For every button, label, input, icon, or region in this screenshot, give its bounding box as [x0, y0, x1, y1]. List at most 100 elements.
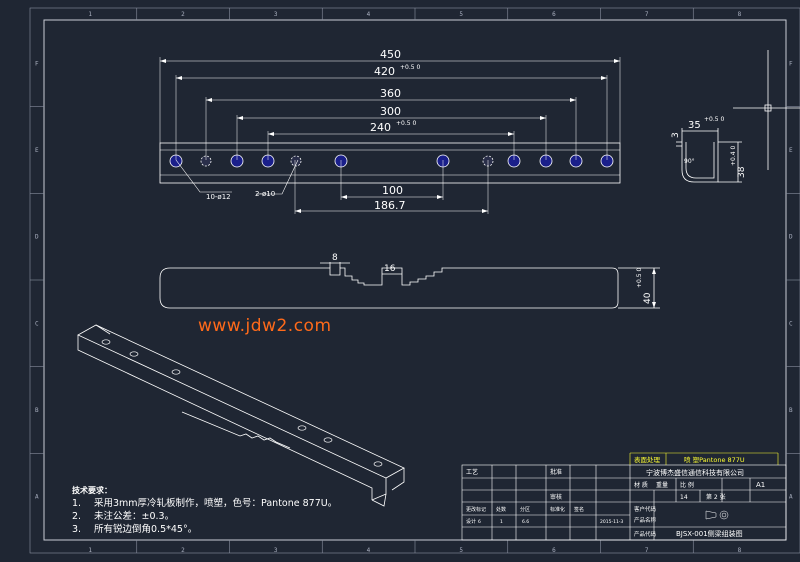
material-label: 材 质	[634, 481, 648, 489]
tb-small-2: 1	[500, 519, 503, 525]
row-tick-label: C	[789, 320, 793, 327]
row-tick-label: D	[35, 234, 39, 241]
column-tick-label: 3	[274, 547, 278, 554]
row-ticks: F F E E D D C C B B A A	[30, 60, 800, 501]
note-item: 3.所有锐边倒角0.5*45°。	[72, 524, 198, 535]
hole-callout-10: 2-ø10	[255, 190, 275, 198]
tb-mark-count: 处数	[496, 506, 506, 513]
top-view-hole	[290, 155, 302, 167]
sheet-size: A1	[756, 481, 765, 489]
note-item: 1.采用3mm厚冷轧板制作，喷塑，色号：Pantone 877U。	[72, 498, 338, 509]
row-tick-label: F	[35, 60, 39, 67]
surface-treatment-label: 表面处理	[634, 455, 661, 464]
row-tick-label: C	[35, 320, 39, 327]
dim-360: 360	[380, 87, 401, 100]
dim-100: 100	[382, 184, 403, 197]
projection-symbol	[705, 510, 729, 520]
section-view	[676, 128, 742, 183]
tol-height-38: +0.4 0	[730, 146, 737, 166]
iso-hole	[297, 425, 307, 431]
dim-width-35: 35	[688, 120, 701, 131]
row-tick-label: B	[35, 407, 39, 414]
row-tick-label: E	[35, 147, 39, 154]
iso-holes	[101, 339, 383, 467]
column-tick-label: 8	[738, 11, 742, 18]
tb-label-review: 审核	[550, 493, 562, 501]
company-name: 宁波博杰盛信通信科技有限公司	[646, 468, 744, 477]
column-tick-label: 4	[367, 11, 371, 18]
watermark-text: www.jdw2.com	[198, 316, 332, 336]
column-tick-label: 3	[274, 11, 278, 18]
surface-treatment-value: 喷 塑Pantone 877U	[684, 455, 745, 464]
top-view-outline	[159, 142, 621, 184]
dim-450: 450	[380, 48, 401, 61]
tb-date: 2015-11-3	[600, 519, 623, 525]
column-tick-label: 6	[552, 11, 556, 18]
crosshair-cursor	[733, 50, 800, 170]
top-view: 450 420 +0.5 0 360 300 240 +0.5 0 100 18…	[159, 48, 621, 214]
tb-small-3: 6.6	[522, 519, 529, 525]
row-tick-label: B	[789, 407, 793, 414]
scale-label: 比 例	[680, 481, 694, 489]
title-block	[461, 452, 787, 541]
tol-240: +0.5 0	[396, 120, 416, 127]
column-tick-label: 5	[459, 547, 463, 554]
tb-label-design: 设计	[466, 518, 476, 525]
row-tick-label: A	[789, 494, 793, 501]
row-tick-label: D	[789, 234, 793, 241]
tol-width-35: +0.5 0	[704, 116, 724, 123]
column-ticks: 1 1 2 2 3 3 4 4 5 5 6 6 7 7 8 8	[88, 8, 742, 554]
product-code-label: 产品代码	[634, 530, 657, 538]
tol-height-40: +0.5 0	[636, 268, 643, 288]
notes-heading: 技术要求：	[72, 486, 112, 495]
iso-hole	[373, 461, 383, 467]
row-tick-label: E	[789, 147, 793, 154]
column-tick-label: 2	[181, 547, 185, 554]
customer-code-label: 客户代码	[634, 505, 657, 513]
iso-hole	[101, 339, 111, 345]
column-tick-label: 1	[88, 547, 92, 554]
dim-300: 300	[380, 105, 401, 118]
iso-hole	[171, 369, 181, 375]
hole-callout-12: 10-ø12	[206, 193, 231, 201]
column-tick-label: 7	[645, 547, 649, 554]
column-tick-label: 5	[459, 11, 463, 18]
sheet-number: 第 2 张	[706, 493, 726, 501]
material-value: 重量	[656, 481, 668, 489]
dim-height-38: 38	[737, 166, 747, 178]
dim-angle-90: 90°	[684, 158, 695, 165]
tol-420: +0.5 0	[400, 64, 420, 71]
dim-240: 240	[370, 121, 391, 134]
product-name-label: 产品名称	[634, 516, 657, 524]
sheet-count: 14	[680, 494, 688, 501]
side-view	[159, 262, 660, 309]
tb-label-standard: 标准化	[550, 506, 565, 513]
column-tick-label: 1	[88, 11, 92, 18]
drawing-number: BJSX-001侧梁组装图	[676, 529, 743, 538]
tb-label-change: 更改标记	[466, 506, 486, 513]
dim-420: 420	[374, 65, 395, 78]
note-item: 2.未注公差：±0.3。	[72, 511, 175, 522]
dim-width-16: 16	[384, 264, 396, 274]
column-tick-label: 6	[552, 547, 556, 554]
dim-thick-3: 3	[671, 132, 681, 138]
tb-mark-sign: 签名	[574, 506, 584, 513]
dim-slot-8: 8	[332, 253, 338, 263]
column-tick-label: 2	[181, 11, 185, 18]
tb-label-approve: 批准	[550, 468, 562, 476]
iso-hole	[129, 351, 139, 357]
isometric-view	[77, 324, 405, 507]
column-tick-label: 7	[645, 11, 649, 18]
row-tick-label: A	[35, 494, 39, 501]
technical-notes: 技术要求： 1.采用3mm厚冷轧板制作，喷塑，色号：Pantone 877U。 …	[72, 484, 337, 536]
dim-186-7: 186.7	[374, 199, 406, 212]
tb-mark-zone: 分区	[520, 506, 530, 513]
tb-small-1: 6	[478, 519, 481, 525]
column-tick-label: 8	[738, 547, 742, 554]
dim-height-40: 40	[643, 292, 653, 304]
row-tick-label: F	[789, 60, 793, 67]
column-tick-label: 4	[367, 547, 371, 554]
tb-label-craft: 工艺	[466, 468, 478, 476]
